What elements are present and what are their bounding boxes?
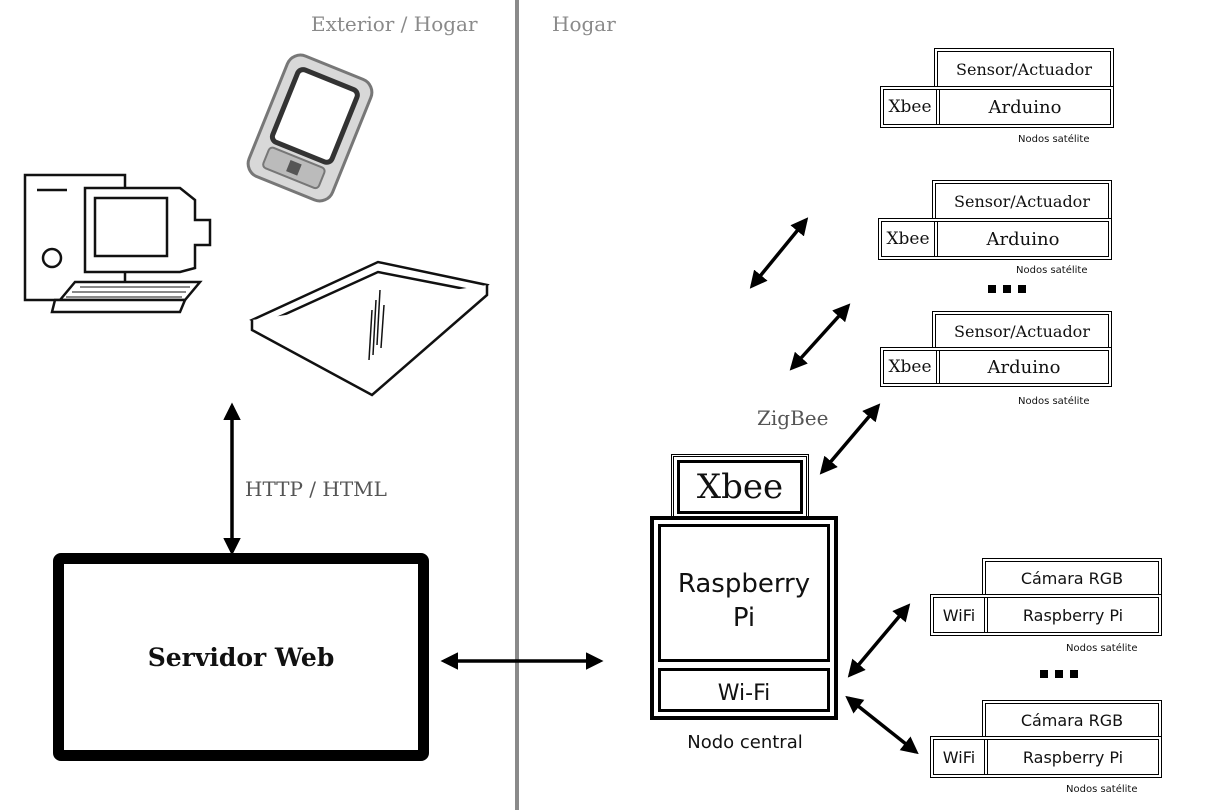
central-xbee-label: Xbee	[696, 467, 784, 507]
more-nodes-ellipsis	[1040, 670, 1078, 678]
xbee-label: Xbee	[888, 97, 932, 117]
raspberry-pi-label: Raspberry Pi	[1022, 605, 1124, 625]
xbee-label: Xbee	[888, 357, 932, 377]
wifi-cell: WiFi	[934, 598, 988, 632]
zigbee-arrow-2	[789, 303, 851, 371]
zigbee-arrow-1	[749, 217, 809, 289]
xbee-cell: Xbee	[882, 222, 938, 256]
central-board-label-line2: Pi	[732, 603, 756, 633]
node-base-row: WiFi Raspberry Pi	[930, 594, 1162, 636]
arduino-cell: Arduino	[940, 90, 1110, 124]
arduino-label: Arduino	[988, 96, 1062, 118]
node-base-row: Xbee Arduino	[878, 218, 1112, 260]
wifi-cell: WiFi	[934, 740, 988, 774]
sensor-actuator-label: Sensor/Actuador	[954, 191, 1090, 211]
central-xbee-module: Xbee	[671, 454, 809, 520]
satellite-caption: Nodos satélite	[1066, 643, 1138, 654]
tablet-icon	[249, 260, 490, 397]
zone-label-hogar: Hogar	[552, 12, 616, 36]
satellite-caption: Nodos satélite	[1018, 134, 1090, 145]
wifi-arrow-2	[845, 695, 919, 755]
zigbee-satellite-node: Sensor/Actuador Xbee Arduino	[880, 48, 1114, 128]
wifi-label: WiFi	[942, 605, 976, 625]
camera-cell: Cámara RGB	[982, 700, 1162, 736]
raspberry-pi-cell: Raspberry Pi	[988, 740, 1158, 774]
central-board-label-line1: Raspberry	[677, 569, 811, 599]
satellite-caption: Nodos satélite	[1066, 784, 1138, 795]
central-wifi-label: Wi-Fi	[717, 681, 771, 706]
central-wifi-module: Wi-Fi	[658, 668, 830, 712]
sensor-actuator-cell: Sensor/Actuador	[934, 48, 1114, 86]
raspberry-pi-label: Raspberry Pi	[1022, 747, 1124, 767]
zigbee-satellite-node: Sensor/Actuador Xbee Arduino	[878, 180, 1112, 260]
sensor-actuator-label: Sensor/Actuador	[956, 59, 1092, 79]
satellite-caption: Nodos satélite	[1016, 265, 1088, 276]
arduino-label: Arduino	[986, 228, 1060, 250]
sensor-actuator-label: Sensor/Actuador	[954, 321, 1090, 341]
http-label: HTTP / HTML	[245, 477, 387, 501]
sensor-actuator-cell: Sensor/Actuador	[932, 180, 1112, 218]
more-nodes-ellipsis	[988, 285, 1026, 293]
arduino-label: Arduino	[987, 356, 1061, 378]
web-server-label: Servidor Web	[147, 642, 335, 672]
node-base-row: Xbee Arduino	[880, 86, 1114, 128]
arduino-cell: Arduino	[940, 351, 1108, 383]
zone-divider	[515, 0, 519, 810]
central-board-label: Raspberry Pi	[661, 567, 827, 635]
satellite-caption: Nodos satélite	[1018, 396, 1090, 407]
camera-label: Cámara RGB	[1020, 710, 1124, 730]
smartphone-icon	[246, 53, 374, 203]
central-node-caption: Nodo central	[687, 732, 803, 753]
wifi-label: WiFi	[942, 747, 976, 767]
sensor-actuator-cell: Sensor/Actuador	[932, 311, 1112, 347]
xbee-cell: Xbee	[884, 90, 940, 124]
camera-label: Cámara RGB	[1020, 568, 1124, 588]
central-node-box: Raspberry Pi Wi-Fi	[650, 516, 838, 720]
wifi-arrow-1	[847, 603, 911, 678]
wifi-satellite-node: Cámara RGB WiFi Raspberry Pi	[930, 558, 1162, 636]
node-base-row: Xbee Arduino	[880, 347, 1112, 387]
zigbee-satellite-node: Sensor/Actuador Xbee Arduino	[880, 311, 1112, 387]
raspberry-pi-cell: Raspberry Pi	[988, 598, 1158, 632]
central-board: Raspberry Pi	[658, 524, 830, 662]
zigbee-arrow-3	[819, 403, 881, 475]
wifi-satellite-node: Cámara RGB WiFi Raspberry Pi	[930, 700, 1162, 778]
node-base-row: WiFi Raspberry Pi	[930, 736, 1162, 778]
camera-cell: Cámara RGB	[982, 558, 1162, 594]
zone-label-exterior: Exterior / Hogar	[311, 12, 478, 36]
web-server-box: Servidor Web	[53, 553, 429, 761]
desktop-computer-icon	[23, 173, 212, 314]
zigbee-label: ZigBee	[757, 406, 829, 430]
arduino-cell: Arduino	[938, 222, 1108, 256]
xbee-cell: Xbee	[884, 351, 940, 383]
xbee-label: Xbee	[886, 229, 930, 249]
